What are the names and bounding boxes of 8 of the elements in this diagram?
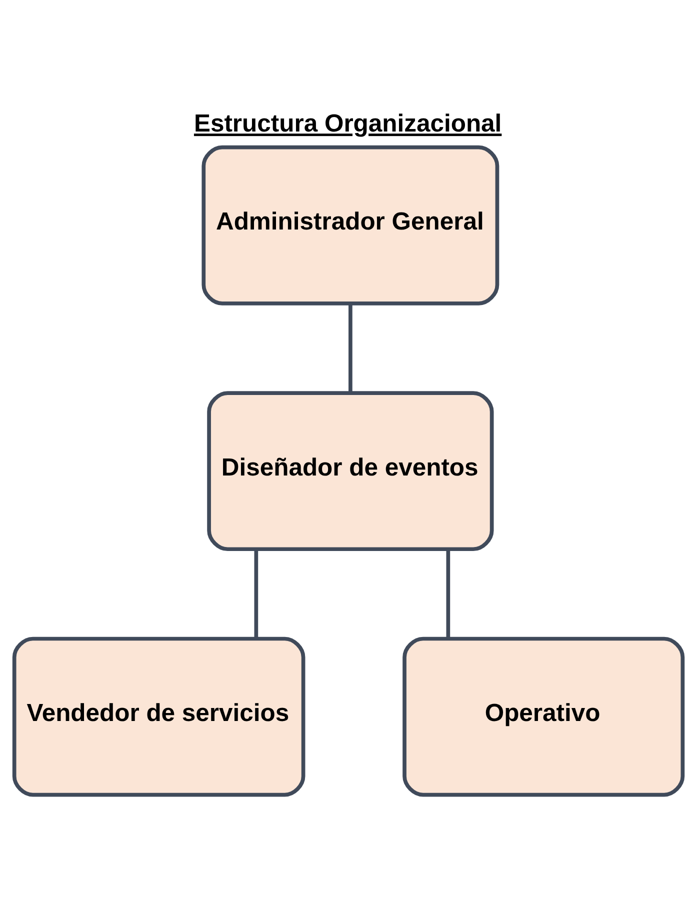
node-box: Operativo (402, 636, 685, 796)
node-box: Diseñador de eventos (207, 390, 494, 551)
connector (348, 303, 352, 392)
connector (446, 549, 450, 638)
connector (254, 549, 258, 638)
node-box: Vendedor de servicios (12, 636, 306, 796)
diagram-title: Estructura Organizacional (194, 110, 502, 138)
node-box: Administrador General (202, 144, 500, 305)
